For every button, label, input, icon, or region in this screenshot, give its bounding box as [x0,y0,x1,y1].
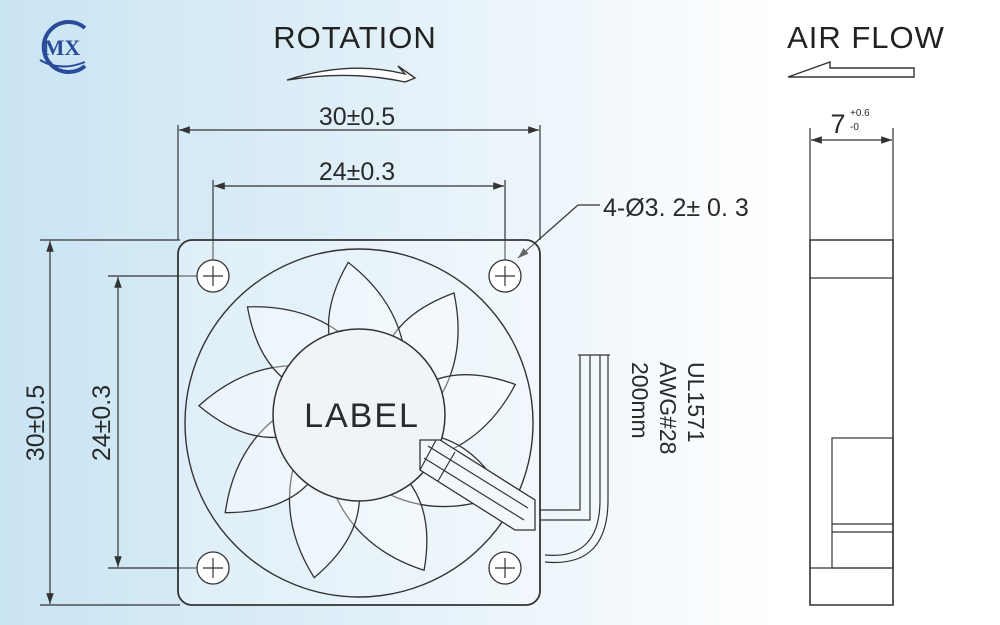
thickness-tol-upper: +0.6 [850,108,870,119]
mount-hole-bottom-right [488,551,522,585]
hole-spacing-height-label: 24±0.3 [88,385,116,461]
fan-front-view: LABEL [177,239,541,606]
fan-shroud [184,248,534,598]
side-connector [831,437,894,569]
wire-spec-line2: AWG#28 [655,362,681,454]
logo-text: MX [44,35,81,60]
logo-ring [41,20,87,74]
wire-spec-line1: UL1571 [683,362,709,443]
center-label: LABEL [304,397,420,435]
thickness-label: 7 [830,109,845,139]
wire-spec: UL1571 AWG#28 200mm [627,362,709,454]
front-dimensions: 30±0.5 24±0.3 30±0.5 24±0.3 4-Ø3. 2± 0. … [22,103,749,606]
outer-height-label: 30±0.5 [22,385,50,461]
hole-spacing-width-label: 24±0.3 [319,158,395,186]
air-flow-arrow-icon [787,61,915,78]
mount-hole-top-left [196,259,230,293]
hole-callout-label: 4-Ø3. 2± 0. 3 [603,194,749,222]
mount-hole-top-right [488,259,522,293]
rotation-heading: ROTATION [273,20,437,55]
lead-wires [540,354,610,564]
fan-hub [272,328,446,502]
thickness-tol-lower: -0 [850,122,859,133]
mount-hole-bottom-left [196,551,230,585]
logo-swoosh [39,59,86,68]
mx-logo: MX [39,20,87,74]
wire-spec-line3: 200mm [627,362,653,439]
fan-side-view: 7 +0.6 -0 [809,108,894,606]
outer-width-label: 30±0.5 [319,103,395,131]
rotation-arrow-icon [286,65,417,83]
side-body [809,239,894,606]
wire-channel [419,439,536,531]
air-flow-heading: AIR FLOW [787,20,945,55]
